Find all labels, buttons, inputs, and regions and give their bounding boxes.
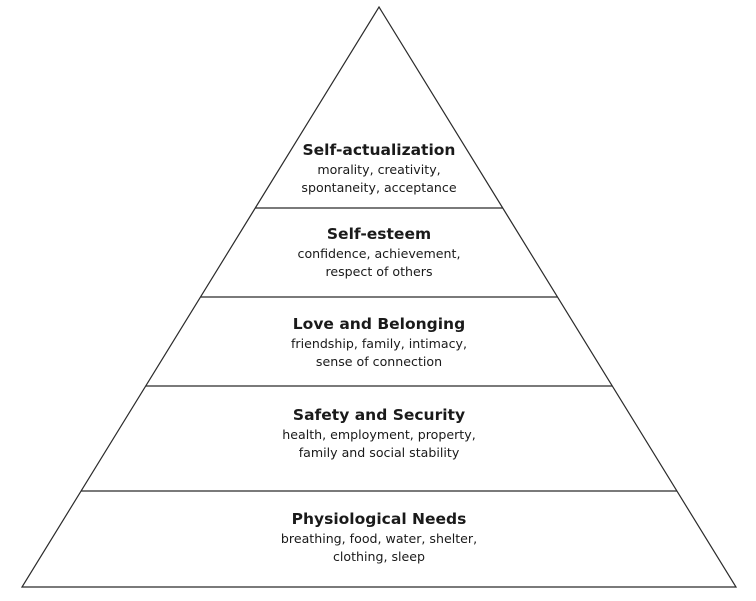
pyramid-level-1: Self-actualization morality, creativity, s… (301, 140, 456, 197)
pyramid-level-5: Physiological Needs breathing, food, wate… (281, 509, 477, 566)
pyramid-level-4: Safety and Security health, employment, p… (282, 405, 475, 462)
level-description-line: breathing, food, water, shelter, (280, 531, 478, 546)
level-title: Safety and Security (292, 406, 466, 424)
pyramid-level-2: Self-esteem confidence, achievement, respe… (298, 224, 461, 281)
level-description-line: family and social stability (298, 445, 460, 460)
level-title: Physiological Needs (291, 510, 467, 528)
level-description-line: sense of connection (315, 354, 443, 369)
level-title: Self-actualization (302, 141, 456, 159)
level-description-line: friendship, family, intimacy, (290, 336, 468, 351)
level-description-line: confidence, achievement, (297, 246, 461, 261)
level-description-line: clothing, sleep (332, 549, 426, 564)
level-description-line: health, employment, property, (282, 427, 476, 442)
level-description-line: spontaneity, acceptance (301, 180, 457, 195)
level-description-line: morality, creativity, (317, 162, 441, 177)
level-title: Self-esteem (326, 225, 432, 243)
level-title: Love and Belonging (292, 315, 466, 333)
level-description-line: respect of others (325, 264, 433, 279)
pyramid-level-3: Love and Belonging friendship, family, in… (291, 314, 467, 371)
